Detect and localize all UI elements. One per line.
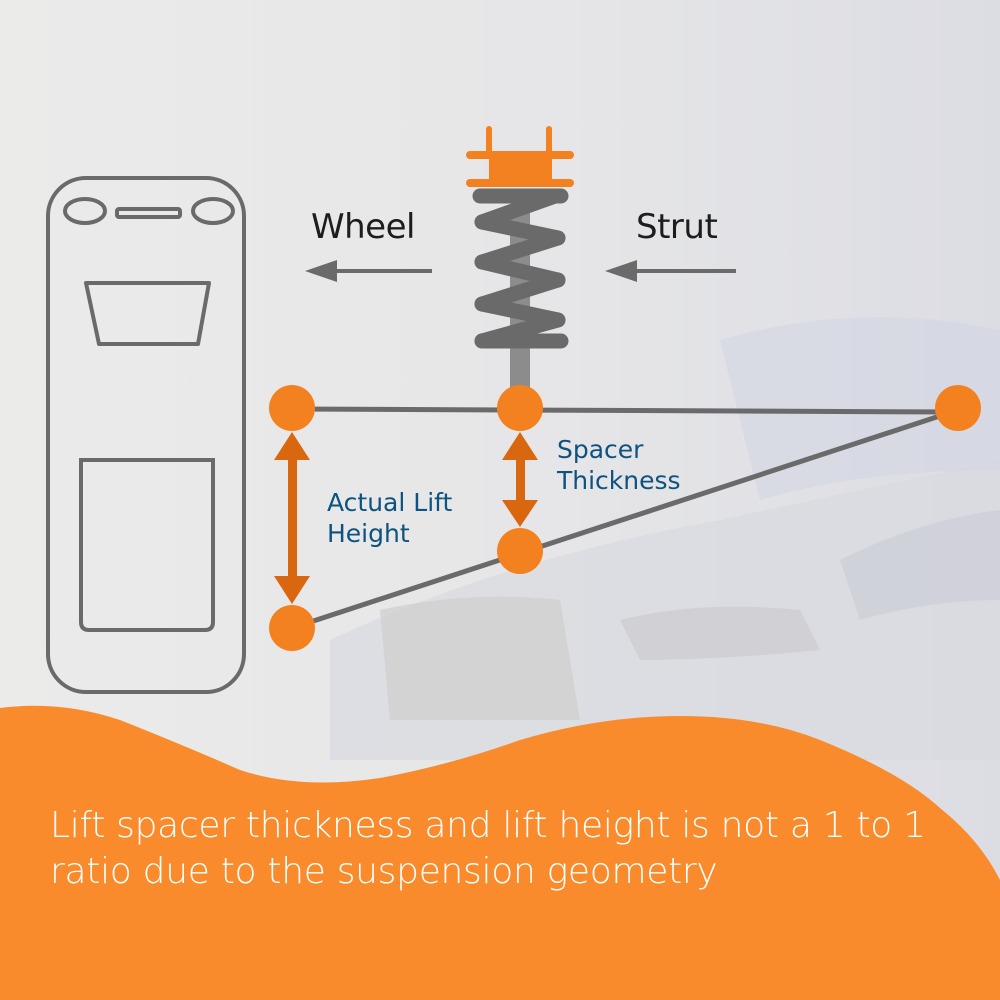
upper-arm-line xyxy=(289,406,961,415)
spacer-thickness-label-line1: Spacer xyxy=(557,435,644,464)
arrow-left-icon xyxy=(305,260,432,282)
double-arrow-vertical-icon xyxy=(274,432,310,604)
vehicle-top-view-icon xyxy=(46,176,246,694)
spacer-thickness-label: Spacer Thickness xyxy=(557,434,681,496)
actual-lift-height-label-line2: Height xyxy=(327,519,410,548)
spacer-thickness-label-line2: Thickness xyxy=(557,466,681,495)
pivot-point-icon xyxy=(935,385,981,431)
pivot-point-icon xyxy=(497,528,543,574)
actual-lift-height-label: Actual Lift Height xyxy=(327,487,452,549)
caption-text: Lift spacer thickness and lift height is… xyxy=(50,805,926,892)
lower-arm-line xyxy=(289,407,961,631)
pivot-point-icon xyxy=(269,605,315,651)
caption-banner xyxy=(0,705,1000,1000)
strut-direction-label: Strut xyxy=(636,207,718,247)
coilover-strut-icon xyxy=(466,126,574,400)
double-arrow-vertical-icon xyxy=(502,432,538,527)
pivot-point-icon xyxy=(269,385,315,431)
arrow-left-icon xyxy=(605,260,736,282)
actual-lift-height-label-line1: Actual Lift xyxy=(327,488,453,517)
wheel-direction-label: Wheel xyxy=(311,207,415,247)
pivot-point-icon xyxy=(497,385,543,431)
